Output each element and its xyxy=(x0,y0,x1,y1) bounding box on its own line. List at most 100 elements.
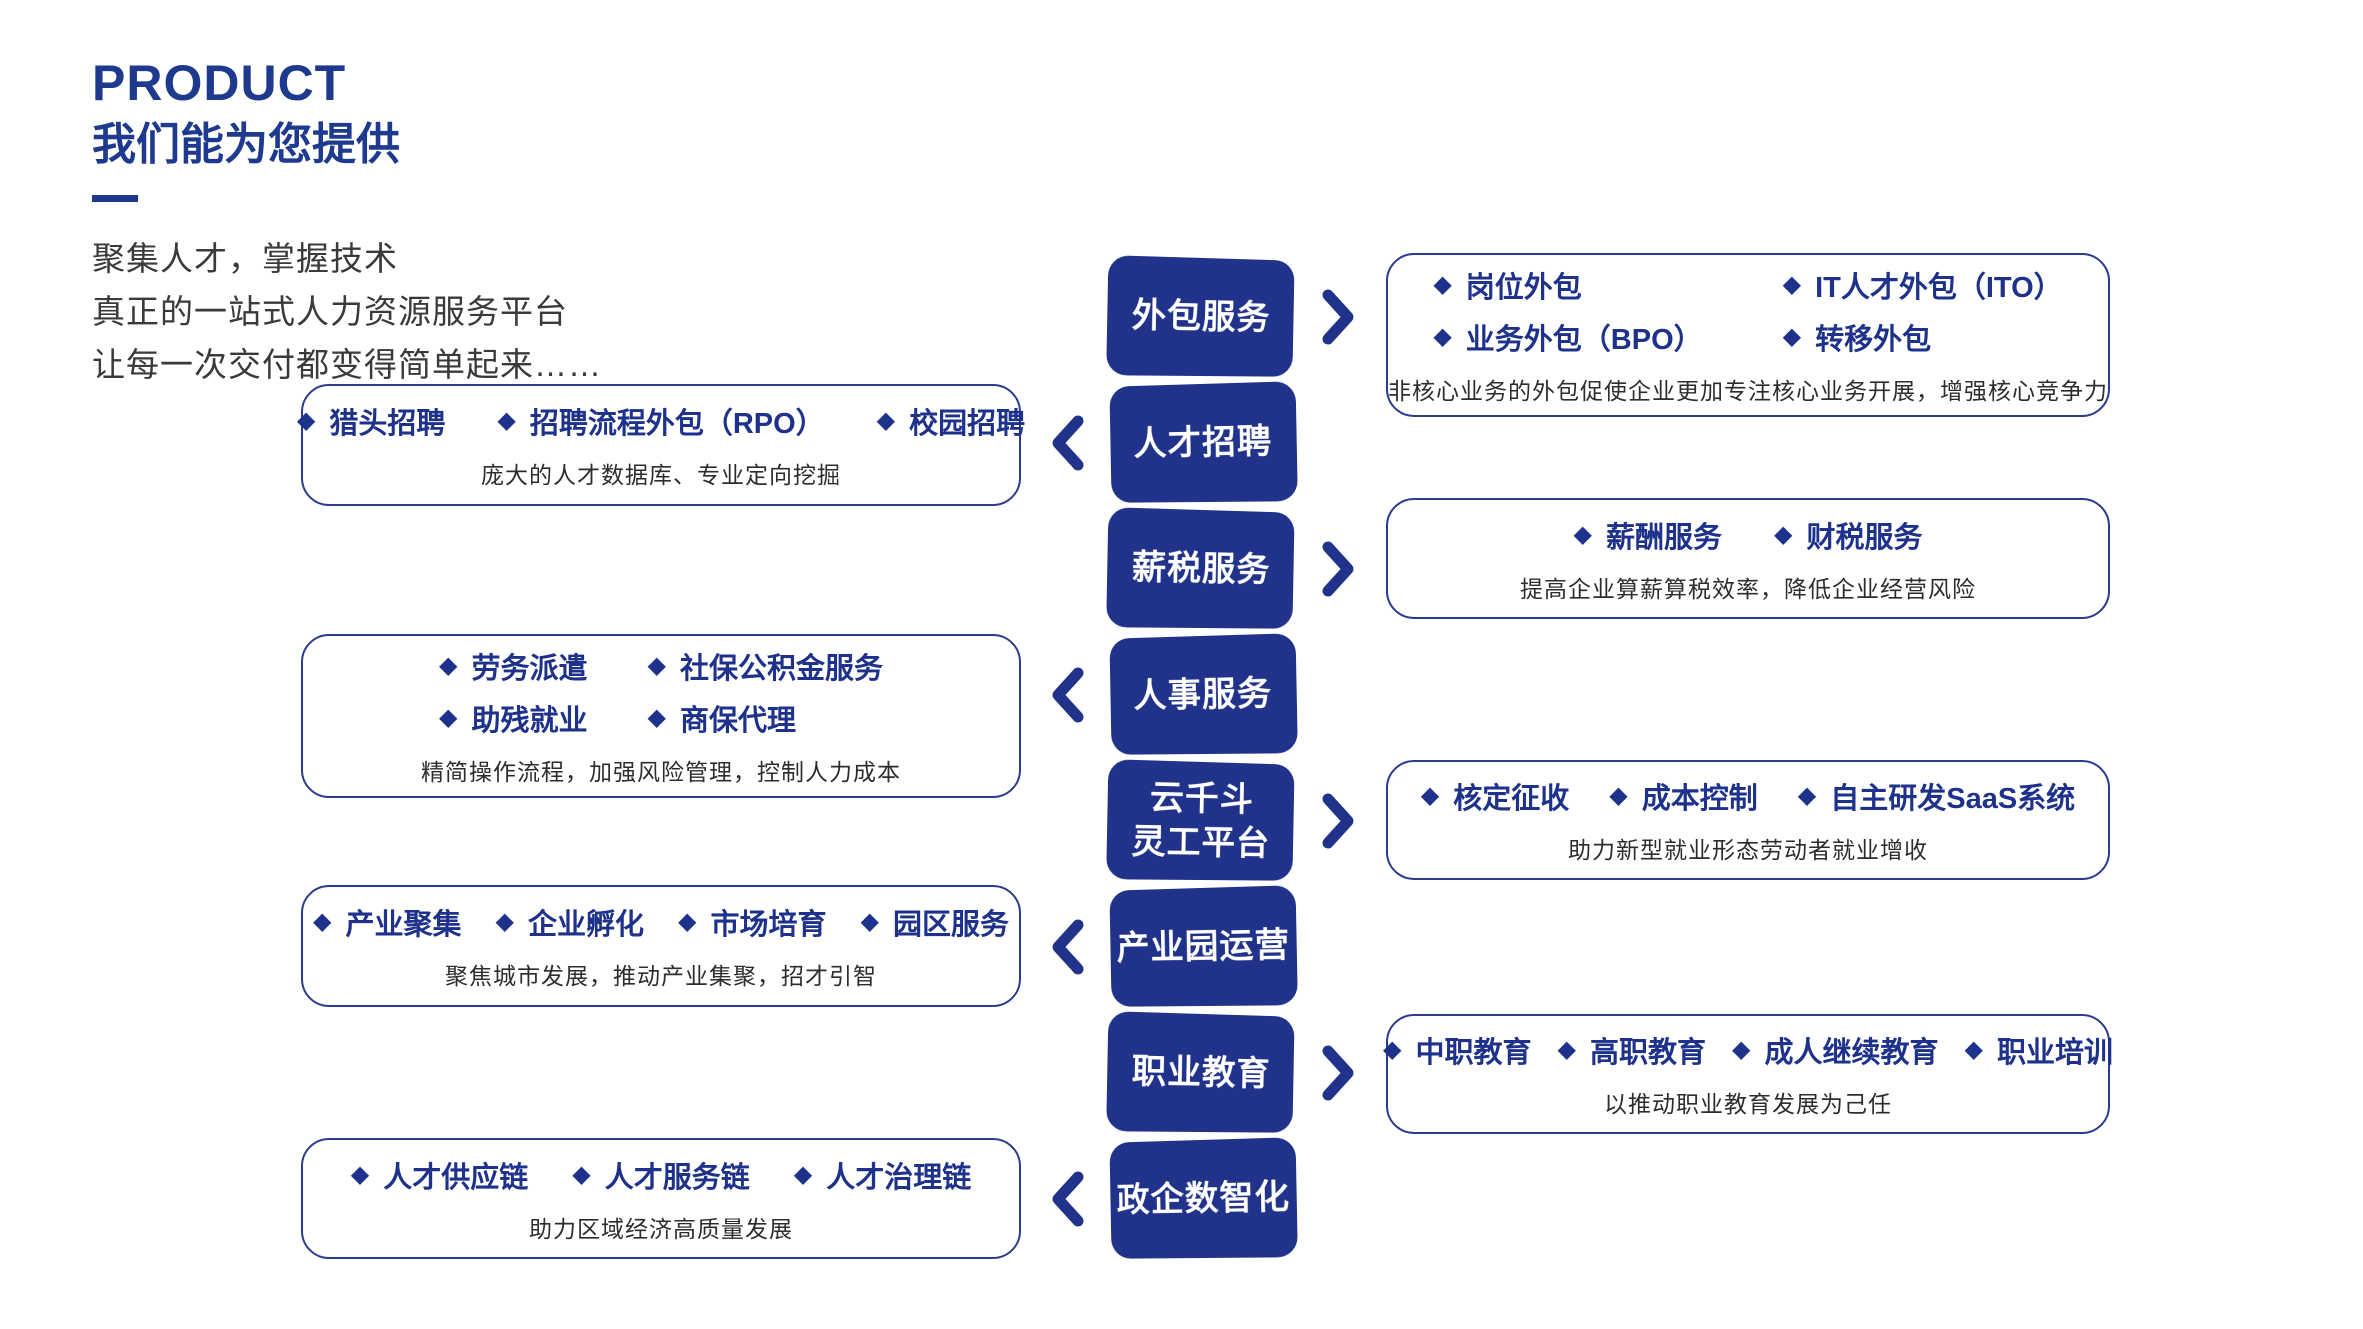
chevron-left-icon xyxy=(1052,667,1084,723)
category-button-industrial-park-operation[interactable]: 产业园运营 xyxy=(1109,885,1297,1007)
service-item-list: ◆ 猎头招聘 ◆招聘流程外包（RPO） ◆校园招聘 xyxy=(297,400,1025,442)
category-button-vocational-education[interactable]: 职业教育 xyxy=(1106,1011,1294,1133)
service-item-list: ◆ 岗位外包 ◆ IT人才外包（ITO） ◆业务外包（BPO） ◆转移外包 xyxy=(1433,264,2062,358)
service-item-label: 岗位外包 xyxy=(1466,264,1582,306)
diamond-bullet-icon: ◆ xyxy=(1774,523,1792,547)
service-item-label: 转移外包 xyxy=(1815,316,1931,358)
service-item-list: ◆ 核定征收 ◆ 成本控制 ◆ 自主研发SaaS系统 xyxy=(1421,775,2075,817)
service-item: ◆ 岗位外包 xyxy=(1433,264,1702,306)
panel-talent-recruitment: ◆猎头招聘 ◆招聘流程外包（RPO） ◆校园招聘 庞大的人才数据库、专业定向挖掘 xyxy=(301,384,1021,506)
service-item-label: 产业聚集 xyxy=(346,901,462,943)
panel-gig-platform: ◆核定征收 ◆成本控制 ◆自主研发SaaS系统 助力新型就业形态劳动者就业增收 xyxy=(1386,760,2110,880)
service-item-list: ◆中职教育 ◆ 高职教育 ◆成人继续教育 ◆ 职业培训 xyxy=(1383,1029,2113,1071)
service-item: ◆劳务派遣 xyxy=(439,645,587,687)
service-item-label: 高职教育 xyxy=(1590,1029,1706,1071)
category-button-label: 人事服务 xyxy=(1133,671,1272,718)
service-item: ◆中职教育 xyxy=(1383,1029,1531,1071)
panel-description: 提高企业算薪算税效率，降低企业经营风险 xyxy=(1520,570,1976,604)
diamond-bullet-icon: ◆ xyxy=(1609,784,1627,808)
intro-text: 聚集人才，掌握技术 真正的一站式人力资源服务平台 让每一次交付都变得简单起来…… xyxy=(92,232,602,391)
chevron-left-icon xyxy=(1052,919,1084,975)
service-item-label: 商保代理 xyxy=(680,697,796,739)
service-item: ◆ 企业孵化 xyxy=(496,901,644,943)
panel-description: 非核心业务的外包促使企业更加专注核心业务开展，增强核心竞争力 xyxy=(1388,372,2108,406)
service-item-label: 社保公积金服务 xyxy=(680,645,883,687)
service-item-list: ◆劳务派遣 ◆社保公积金服务 ◆助残就业 ◆商保代理 xyxy=(439,645,883,739)
diamond-bullet-icon: ◆ xyxy=(439,654,457,678)
service-item-list: ◆ 薪酬服务 ◆ 财税服务 xyxy=(1574,514,1923,556)
diamond-bullet-icon: ◆ xyxy=(794,1163,812,1187)
service-item: ◆ 园区服务 xyxy=(860,901,1008,943)
panel-description: 精简操作流程，加强风险管理，控制人力成本 xyxy=(421,753,901,787)
service-item: ◆ 薪酬服务 xyxy=(1574,514,1722,556)
intro-line: 真正的一站式人力资源服务平台 xyxy=(92,285,602,338)
chevron-right-icon xyxy=(1322,1045,1354,1101)
category-button-label: 人才招聘 xyxy=(1133,419,1272,466)
service-item: ◆ 财税服务 xyxy=(1774,514,1922,556)
category-button-gov-enterprise-digital[interactable]: 政企数智化 xyxy=(1109,1137,1297,1259)
category-button-label: 灵工平台 xyxy=(1131,820,1270,866)
category-button-outsourcing-services[interactable]: 外包服务 xyxy=(1106,255,1294,377)
service-item-label: 业务外包（BPO） xyxy=(1466,316,1703,358)
service-item: ◆助残就业 xyxy=(439,697,587,739)
service-item: ◆招聘流程外包（RPO） xyxy=(497,400,824,442)
service-item: ◆ 职业培训 xyxy=(1964,1029,2112,1071)
service-item: ◆业务外包（BPO） xyxy=(1433,316,1702,358)
diamond-bullet-icon: ◆ xyxy=(860,910,878,934)
panel-industrial-park-operation: ◆产业聚集 ◆企业孵化 ◆市场培育 ◆园区服务 聚焦城市发展，推动产业集聚，招才… xyxy=(301,885,1021,1007)
service-item: ◆ 商保代理 xyxy=(648,697,883,739)
service-item-label: 人才服务链 xyxy=(605,1154,750,1196)
service-item: ◆转移外包 xyxy=(1783,316,2063,358)
panel-outsourcing-services: ◆ 岗位外包 ◆ IT人才外包（ITO） ◆业务外包（BPO） ◆转移外包 非核心业… xyxy=(1386,253,2110,417)
panel-gov-enterprise-digital: ◆人才供应链 ◆人才服务链 ◆人才治理链 助力区域经济高质量发展 xyxy=(301,1138,1021,1259)
service-item-label: 人才治理链 xyxy=(826,1154,971,1196)
service-item-label: 自主研发SaaS系统 xyxy=(1830,775,2075,817)
diamond-bullet-icon: ◆ xyxy=(1383,1038,1401,1062)
panel-description: 庞大的人才数据库、专业定向挖掘 xyxy=(481,456,841,490)
category-button-label: 薪税服务 xyxy=(1131,545,1270,592)
service-item-label: 猎头招聘 xyxy=(329,400,445,442)
service-item-label: 成本控制 xyxy=(1642,775,1758,817)
category-button-talent-recruitment[interactable]: 人才招聘 xyxy=(1109,381,1297,503)
service-item-label: 市场培育 xyxy=(710,901,826,943)
panel-hr-services: ◆劳务派遣 ◆社保公积金服务 ◆助残就业 ◆商保代理 精简操作流程，加强风险管理… xyxy=(301,634,1021,798)
chevron-right-icon xyxy=(1322,541,1354,597)
service-item-label: 核定征收 xyxy=(1453,775,1569,817)
service-item-label: 园区服务 xyxy=(893,901,1009,943)
service-item: ◆成人继续教育 xyxy=(1732,1029,1938,1071)
chevron-left-icon xyxy=(1052,1171,1084,1227)
chevron-left-icon xyxy=(1052,415,1084,471)
service-item-label: 招聘流程外包（RPO） xyxy=(530,400,825,442)
panel-description: 助力区域经济高质量发展 xyxy=(529,1210,793,1244)
diamond-bullet-icon: ◆ xyxy=(1964,1038,1982,1062)
diamond-bullet-icon: ◆ xyxy=(648,706,666,730)
diamond-bullet-icon: ◆ xyxy=(572,1163,590,1187)
service-item-label: 薪酬服务 xyxy=(1606,514,1722,556)
service-item-label: IT人才外包（ITO） xyxy=(1815,264,2063,306)
diamond-bullet-icon: ◆ xyxy=(496,910,514,934)
service-item-label: 财税服务 xyxy=(1806,514,1922,556)
diamond-bullet-icon: ◆ xyxy=(1798,784,1816,808)
service-item-label: 企业孵化 xyxy=(528,901,644,943)
category-button-gig-platform[interactable]: 云千斗灵工平台 xyxy=(1106,759,1294,881)
service-item: ◆校园招聘 xyxy=(877,400,1025,442)
diamond-bullet-icon: ◆ xyxy=(648,654,666,678)
service-item: ◆ 猎头招聘 xyxy=(297,400,445,442)
diamond-bullet-icon: ◆ xyxy=(1433,273,1451,297)
diamond-bullet-icon: ◆ xyxy=(1783,273,1801,297)
service-item-label: 职业培训 xyxy=(1997,1029,2113,1071)
diamond-bullet-icon: ◆ xyxy=(1558,1038,1576,1062)
diamond-bullet-icon: ◆ xyxy=(297,409,315,433)
service-item-list: ◆人才供应链 ◆人才服务链 ◆人才治理链 xyxy=(351,1154,971,1196)
intro-line: 让每一次交付都变得简单起来…… xyxy=(92,338,602,391)
page-title: 我们能为您提供 xyxy=(92,120,602,171)
category-button-payroll-tax-services[interactable]: 薪税服务 xyxy=(1106,507,1294,629)
category-button-hr-services[interactable]: 人事服务 xyxy=(1109,633,1297,755)
service-item: ◆ 成本控制 xyxy=(1609,775,1757,817)
diamond-bullet-icon: ◆ xyxy=(1574,523,1592,547)
header: PRODUCT 我们能为您提供 聚集人才，掌握技术 真正的一站式人力资源服务平台… xyxy=(92,58,602,391)
service-item-label: 助残就业 xyxy=(471,697,587,739)
chevron-right-icon xyxy=(1322,289,1354,345)
intro-line: 聚集人才，掌握技术 xyxy=(92,232,602,285)
